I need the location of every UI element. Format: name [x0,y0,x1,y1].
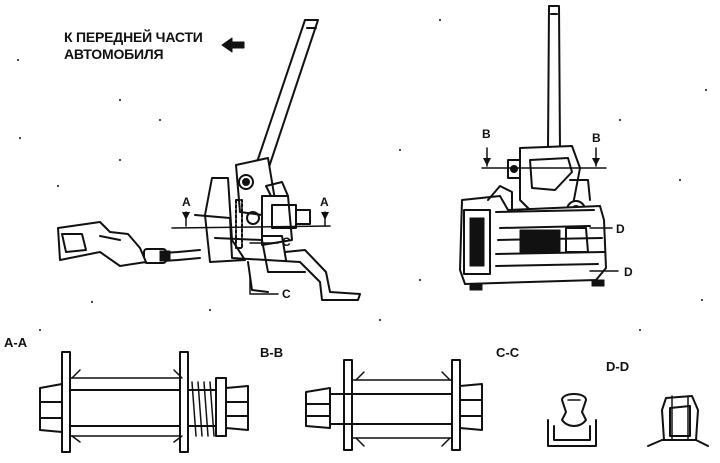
label-a-left: A [182,195,191,209]
label-c-outer: C [282,287,291,301]
section-cc [547,393,597,447]
label-b-right: B [592,131,601,145]
side-view-assembly [57,19,361,301]
note-line-2: АВТОМОБИЛЯ [64,46,164,62]
label-a-right: A [320,195,329,209]
label-b-left: B [482,127,491,141]
label-d-upper: D [616,222,625,236]
label-c-inner: C [282,235,291,249]
section-title-aa: A-A [4,335,28,350]
scan-speckles [17,19,707,331]
note-line-1: К ПЕРЕДНЕЙ ЧАСТИ [64,29,203,45]
section-aa [39,351,249,453]
section-dd [647,395,709,447]
section-title-bb: B-B [260,345,284,360]
front-arrow-icon [221,37,245,53]
section-title-cc: C-C [496,345,520,360]
label-d-lower: D [624,265,633,279]
section-bb [305,359,483,451]
front-view-assembly [459,5,619,291]
section-title-dd: D-D [606,359,630,374]
